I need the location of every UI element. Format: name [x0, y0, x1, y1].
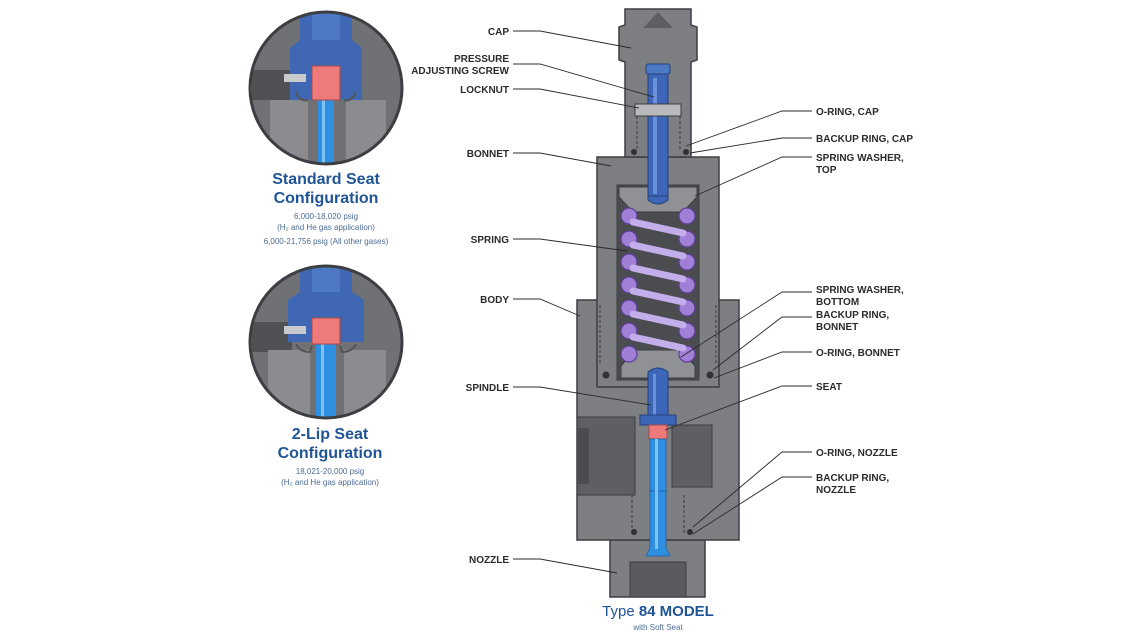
model-title-name: 84 MODEL: [639, 603, 714, 620]
label-nozzle: NOZZLE: [469, 555, 509, 566]
model-title: Type 84 MODEL: [602, 603, 714, 620]
model-title-prefix: Type: [602, 603, 639, 620]
standard-seat-spec3: 6,000-21,756 psig (All other gases): [264, 237, 389, 246]
label-spring-washer-bottom-line1: SPRING WASHER,: [816, 285, 904, 296]
two-lip-seat-detail-circle: [248, 264, 404, 420]
label-oring-cap: O-RING, CAP: [816, 107, 879, 118]
label-oring-nozzle: O-RING, NOZZLE: [816, 448, 898, 459]
pressure-adjusting-screw: [645, 63, 671, 205]
label-pressure-line2: ADJUSTING SCREW: [411, 66, 509, 77]
label-spring-washer-top-line1: SPRING WASHER,: [816, 153, 904, 164]
label-seat: SEAT: [816, 382, 842, 393]
label-spindle: SPINDLE: [466, 383, 510, 394]
two-lip-seat-title-line1: 2-Lip Seat: [292, 426, 369, 443]
label-spring-washer-bottom-line2: BOTTOM: [816, 297, 859, 308]
label-body: BODY: [480, 295, 509, 306]
label-backup-bonnet-line2: BONNET: [816, 322, 858, 333]
label-backup-nozzle-line1: BACKUP RING,: [816, 473, 889, 484]
two-lip-seat-spec2: (H₂ and He gas application): [281, 478, 379, 487]
label-backup-bonnet-line1: BACKUP RING,: [816, 310, 889, 321]
label-backup-cap: BACKUP RING, CAP: [816, 134, 913, 145]
label-spring-washer-top-line2: TOP: [816, 165, 837, 176]
label-backup-nozzle-line2: NOZZLE: [816, 485, 856, 496]
right-labels: O-RING, CAP BACKUP RING, CAP SPRING WASH…: [816, 107, 913, 496]
standard-seat-spec2: (H₂ and He gas application): [277, 223, 375, 232]
model-subtitle: with Soft Seat: [632, 623, 683, 632]
label-cap: CAP: [488, 27, 509, 38]
label-locknut: LOCKNUT: [460, 85, 509, 96]
locknut-part: [634, 103, 682, 117]
standard-seat-title-line1: Standard Seat: [272, 171, 380, 188]
two-lip-seat-spec1: 18,021-20,000 psig: [296, 467, 365, 476]
leader-lines: [513, 30, 812, 574]
two-lip-seat-title-line2: Configuration: [278, 445, 383, 462]
label-spring: SPRING: [471, 235, 510, 246]
label-oring-bonnet: O-RING, BONNET: [816, 348, 900, 359]
label-bonnet: BONNET: [467, 149, 509, 160]
standard-seat-title-line2: Configuration: [274, 190, 379, 207]
spring-coils: [620, 207, 696, 363]
left-labels: CAP PRESSURE ADJUSTING SCREW LOCKNUT BON…: [411, 27, 509, 566]
label-pressure-line1: PRESSURE: [454, 54, 509, 65]
seat-part: [648, 424, 668, 440]
valve-cross-section: [576, 8, 740, 598]
flow-channel: [645, 438, 671, 557]
standard-seat-spec1: 6,000-18,020 psig: [294, 212, 358, 221]
standard-seat-detail-circle: [248, 10, 404, 166]
